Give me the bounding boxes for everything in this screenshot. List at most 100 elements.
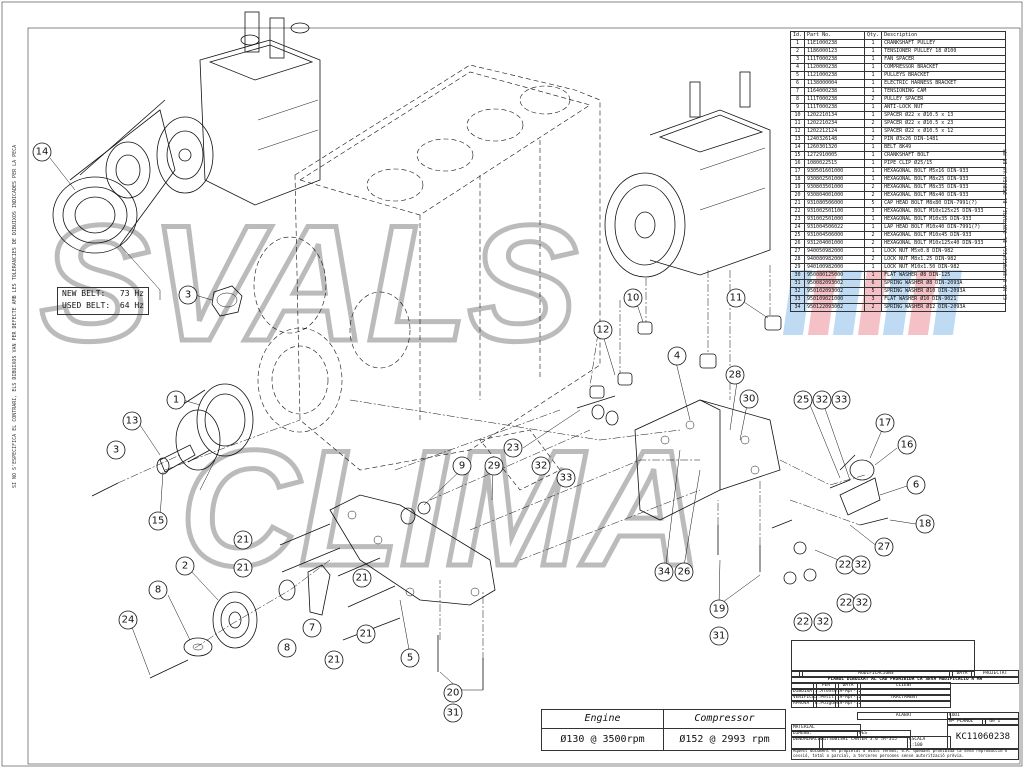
callout-balloon: 22 [836, 593, 856, 613]
callout-number: 26 [678, 567, 691, 578]
part-description: SPRING WASHER Ø12 DIN-2093A [881, 303, 1006, 312]
part-17-bolt [839, 454, 856, 471]
callout-circle [352, 568, 372, 588]
part-qty: 1 [864, 127, 883, 136]
part-description: CAP HEAD BOLT M8x80 DIN-7991(?) [881, 199, 1006, 208]
callout-circle [726, 288, 746, 308]
verifica-per: J.Petit [813, 694, 839, 702]
part-13-pin [91, 482, 119, 497]
part-description: PIPE CLIP Ø25/15 [881, 159, 1006, 168]
callout-circle [400, 648, 420, 668]
part-id: 19 [789, 183, 806, 192]
part-number: 1080022515 [804, 159, 866, 168]
callout-circle [831, 390, 851, 410]
part-qty: 1 [864, 39, 883, 48]
engine-value: Ø130 @ 3500rpm [560, 734, 645, 745]
callout-circle [443, 703, 463, 723]
engine-label: Engine [542, 710, 663, 729]
compressor-right-view [604, 71, 771, 278]
part-description: HEXAGONAL BOLT M5x16 DIN-933 [881, 167, 1006, 176]
part-id: 12 [789, 127, 806, 136]
callout-balloon: 21 [324, 650, 344, 670]
part-description: HEXAGONAL BOLT M8x25 DIN-933 [881, 175, 1006, 184]
cad-prohibition-notice: PLÀNOL DIBUIXAT AL CAD PROHIBIDA LA SEVA… [791, 676, 1019, 684]
callout-number: 19 [713, 604, 726, 615]
callout-circle [593, 320, 613, 340]
modifications-header: MODIFICACIONS [799, 670, 953, 678]
part-description: HEXAGONAL BOLT M10x125x25 DIN-933 [881, 207, 1006, 216]
part-qty: 1 [864, 63, 883, 72]
part-qty: 1 [864, 143, 883, 152]
callout-number: 21 [356, 573, 369, 584]
part-id: 2 [789, 47, 806, 56]
header-id: Id. [789, 31, 806, 40]
part-description: LAP HEAD BOLT M10x40 DIN-7991(?) [881, 223, 1006, 232]
callout-circle [503, 438, 523, 458]
part-24-bolt [149, 659, 189, 679]
part-number: 11E1000238 [804, 39, 866, 48]
callout-circle [175, 556, 195, 576]
callout-number: 6 [913, 480, 919, 491]
new-belt-label: NEW BELT: [62, 289, 106, 298]
part-8-pulley-spacer [183, 579, 296, 657]
header-description: Description [881, 31, 1006, 40]
callout-circle [443, 683, 463, 703]
callout-number: 7 [309, 623, 315, 634]
client-header: CLIENT [857, 682, 951, 690]
part-number: 950122093002 [804, 303, 866, 312]
callout-number: 28 [729, 370, 742, 381]
parts-23-32-33-fasteners [576, 395, 619, 426]
part-number: 931004506022 [804, 223, 866, 232]
part-qty: 2 [864, 95, 883, 104]
header-part-no: Part No. [804, 31, 866, 40]
part-qty: 5 [864, 199, 883, 208]
callout-number: 18 [919, 519, 932, 530]
part-id: 34 [789, 303, 806, 312]
part-qty: 2 [864, 303, 883, 312]
part-qty: 1 [864, 71, 883, 80]
callout-circle [793, 390, 813, 410]
part-number: 930804001000 [804, 191, 866, 200]
callout-balloon: 32 [812, 390, 832, 410]
part-21-cap-bolts [279, 523, 401, 641]
compressor-column: Compressor Ø152 @ 2993 rpm [663, 710, 785, 750]
dibuixa-per: J.Alonso [813, 688, 839, 696]
part-20-bolts [437, 635, 484, 690]
part-qty: 1 [864, 159, 883, 168]
data-header: DATA [835, 682, 861, 690]
callout-balloon: 34 [654, 562, 674, 582]
part-6-harness-bracket [839, 477, 881, 516]
callout-circle [623, 288, 643, 308]
part-id: 8 [789, 95, 806, 104]
part-qty: 5 [864, 287, 883, 296]
part-qty: 3 [864, 207, 883, 216]
tractament-label: TRACTAMENT [857, 694, 951, 702]
part-id: 28 [789, 255, 806, 264]
callout-number: 23 [507, 443, 520, 454]
part-id: 29 [789, 263, 806, 272]
callout-number: 3 [113, 445, 119, 456]
callout-circle [813, 612, 833, 632]
part-description: COMPRESSOR BRACKET [881, 63, 1006, 72]
callout-balloon: 21 [233, 530, 253, 550]
callout-circle [452, 456, 472, 476]
part-16-pipe-clip [849, 459, 875, 481]
callout-number: 9 [459, 461, 465, 472]
callout-number: 4 [674, 351, 680, 362]
callout-number: 32 [817, 617, 830, 628]
callout-number: 21 [237, 535, 250, 546]
tractament-value [857, 700, 951, 708]
part-id: 7 [789, 87, 806, 96]
callout-circle [32, 142, 52, 162]
